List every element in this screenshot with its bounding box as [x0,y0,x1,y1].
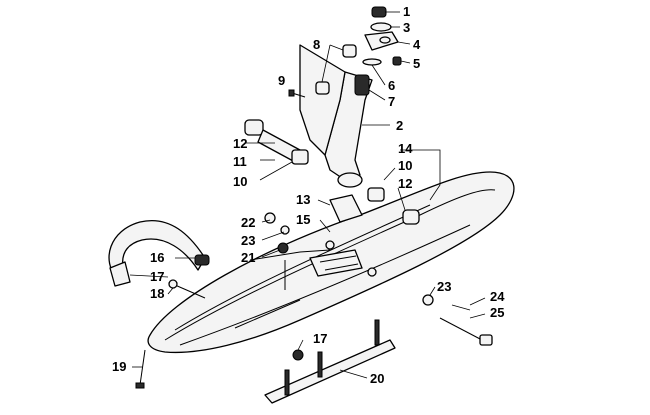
callout-9: 9 [278,73,285,88]
callout-22: 22 [241,215,255,230]
callout-6: 6 [388,78,395,93]
callout-21: 21 [241,250,255,265]
callout-labels: 1 2 3 4 5 6 7 8 9 10 10 11 12 12 13 14 1… [112,4,505,386]
pad-13 [329,194,363,223]
upper-hardware [362,6,402,66]
callout-16: 16 [150,250,164,265]
callout-17b: 17 [313,331,327,346]
leader-lines [129,11,486,379]
plate-15 [309,249,363,277]
callout-15: 15 [296,212,310,227]
callout-24: 24 [490,289,505,304]
callout-2: 2 [396,118,403,133]
callout-19: 19 [112,359,126,374]
callout-23b: 23 [437,279,451,294]
callout-8: 8 [313,37,320,52]
callout-12a: 12 [233,136,247,151]
runner-20 [264,319,396,404]
spindle-mount [299,44,373,188]
callout-12b: 12 [398,176,412,191]
callout-17a: 17 [150,269,164,284]
callout-13: 13 [296,192,310,207]
callout-3: 3 [403,20,410,35]
callout-23a: 23 [241,233,255,248]
callout-14: 14 [398,141,413,156]
callout-18: 18 [150,286,164,301]
callout-11: 11 [233,154,247,169]
callout-10a: 10 [398,158,412,173]
handle-16 [108,220,210,287]
callout-7: 7 [388,94,395,109]
callout-4: 4 [413,37,421,52]
callout-10b: 10 [233,174,247,189]
callout-5: 5 [413,56,420,71]
callout-1: 1 [403,4,410,19]
bushings-8 [315,44,357,95]
callout-25: 25 [490,305,504,320]
callout-20: 20 [370,371,384,386]
axle-parts [244,119,420,225]
